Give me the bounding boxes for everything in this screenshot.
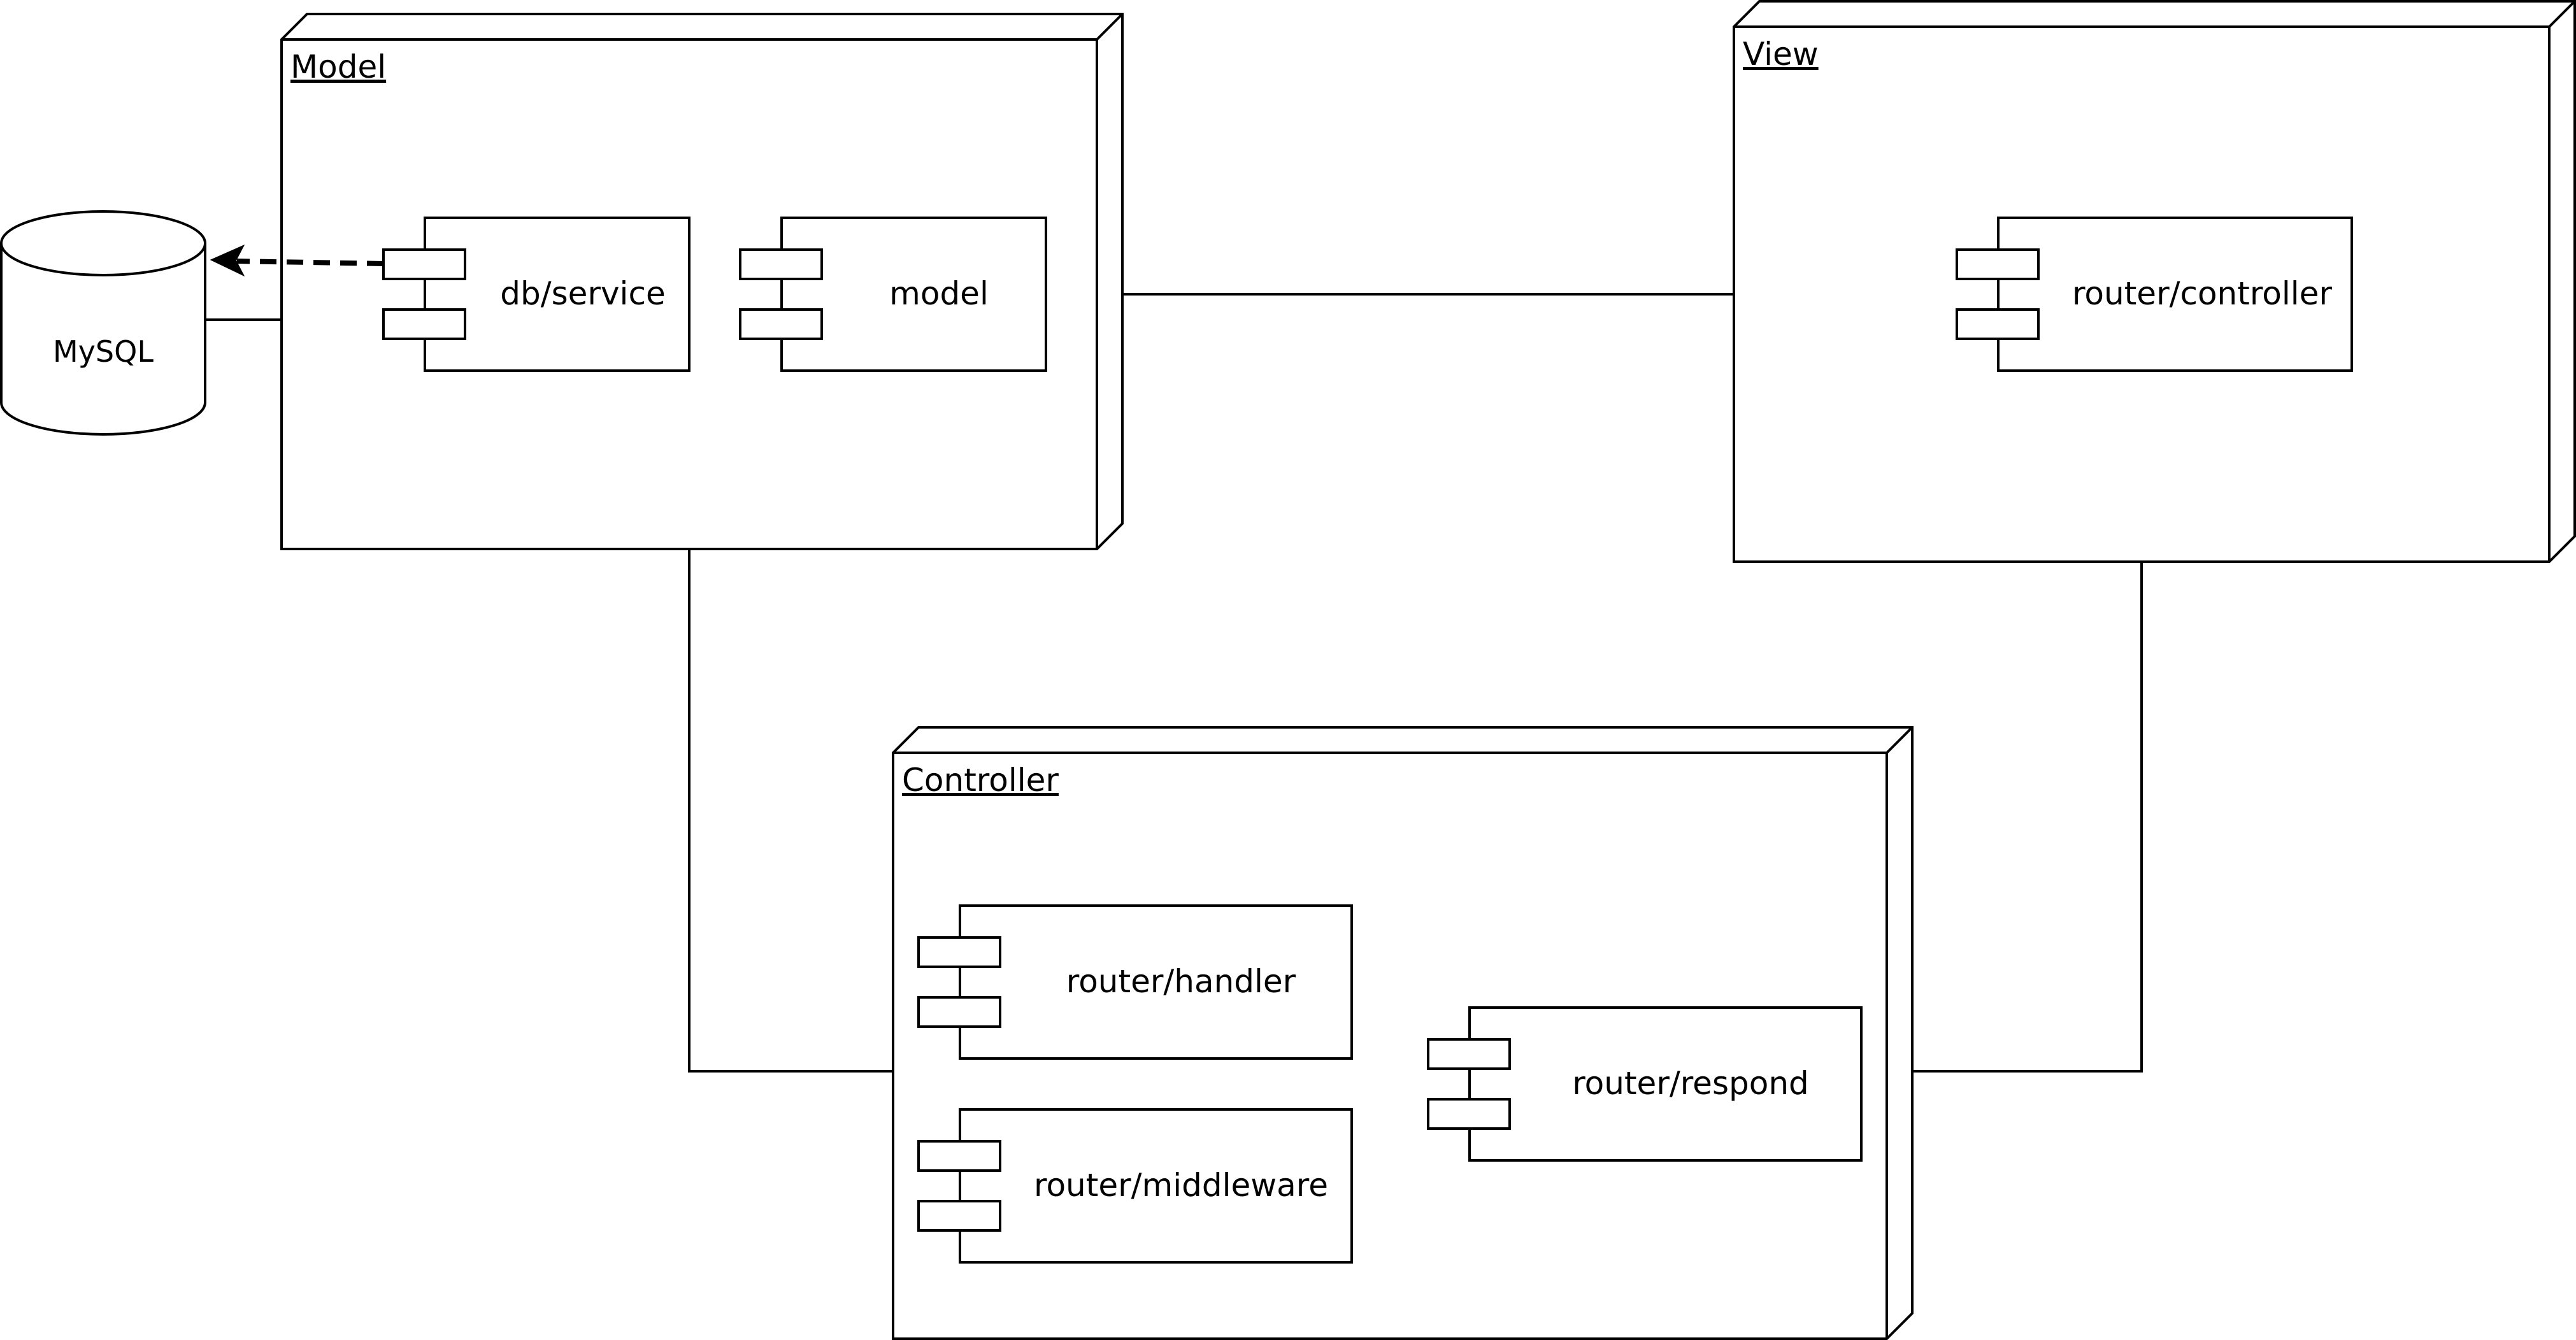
component-label-db-service: db/service (500, 275, 665, 312)
arrowhead-icon (210, 244, 245, 277)
component-port-icon (1956, 308, 2040, 340)
component-label-model: model (889, 275, 989, 312)
component-port-icon (1427, 1038, 1511, 1070)
edge-view-controller (1912, 562, 2143, 1073)
edge-model-controller (688, 549, 893, 1073)
component-router-handler[interactable]: router/handler (917, 904, 1353, 1060)
component-router-middleware[interactable]: router/middleware (917, 1108, 1353, 1264)
component-label-router-handler: router/handler (1066, 963, 1296, 1000)
node-title-model: Model (290, 48, 386, 85)
component-router-respond[interactable]: router/respond (1427, 1006, 1863, 1162)
component-router-controller[interactable]: router/controller (1956, 217, 2353, 372)
component-db-service[interactable]: db/service (382, 217, 691, 372)
component-port-icon (1956, 248, 2040, 280)
node-title-view: View (1743, 36, 1819, 73)
component-port-icon (1427, 1098, 1511, 1130)
component-port-icon (739, 248, 823, 280)
database-label: MySQL (53, 334, 154, 369)
component-port-icon (382, 308, 466, 340)
component-model[interactable]: model (739, 217, 1047, 372)
mysql-database[interactable]: MySQL (0, 210, 206, 436)
component-port-icon (739, 308, 823, 340)
component-label-router-middleware: router/middleware (1034, 1167, 1328, 1204)
component-port-icon (917, 936, 1001, 968)
component-label-router-controller: router/controller (2072, 275, 2332, 312)
component-port-icon (917, 996, 1001, 1028)
node-model[interactable]: Model (280, 13, 1124, 550)
component-port-icon (917, 1140, 1001, 1172)
component-label-router-respond: router/respond (1572, 1065, 1809, 1102)
dependency-db-service-mysql (236, 259, 384, 266)
component-port-icon (917, 1200, 1001, 1232)
component-port-icon (382, 248, 466, 280)
node-title-controller: Controller (902, 762, 1059, 799)
